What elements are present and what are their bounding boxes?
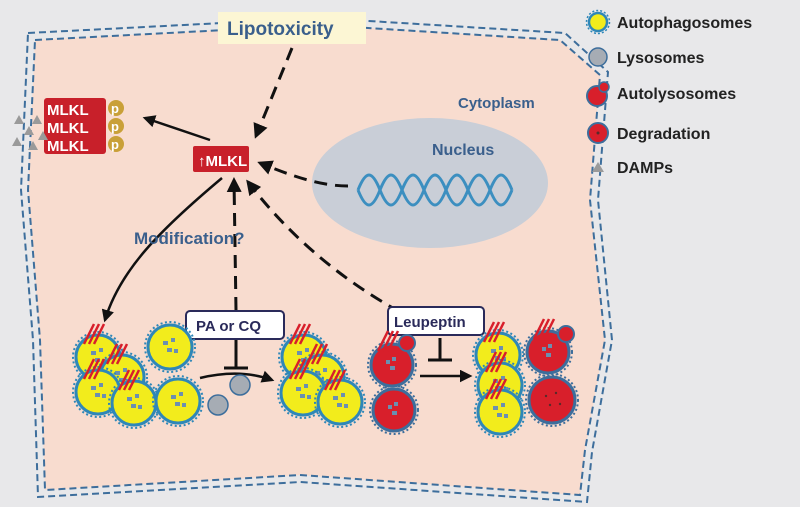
mlkl-phospho-1: MLKL xyxy=(47,102,89,119)
lipotoxicity-label: Lipotoxicity xyxy=(227,19,334,40)
legend-damps: DAMPs xyxy=(617,160,673,177)
mlkl-phospho-3: MLKL xyxy=(47,138,89,155)
nucleus-label: Nucleus xyxy=(432,142,494,159)
inhibit-leupeptin xyxy=(428,338,452,362)
arrow-leupeptin-to-mlkl xyxy=(246,179,401,314)
modification-label: Modification? xyxy=(134,229,244,248)
paorcq-box xyxy=(185,310,285,340)
legend: Autophagosomes Lysosomes Autolysosomes D… xyxy=(585,9,752,177)
cytoplasm-label: Cytoplasm xyxy=(458,95,535,112)
arrow-paorcq-to-mlkl xyxy=(226,177,242,311)
legend-autolysosomes: Autolysosomes xyxy=(617,86,736,103)
arrow-mlkl-to-phospho xyxy=(142,115,211,142)
damp-triangle-icon xyxy=(592,162,604,172)
leupeptin-label: Leupeptin xyxy=(394,314,466,331)
autolysosome-icon xyxy=(586,81,610,107)
lysosomes xyxy=(207,374,251,416)
arrow-mlkl-to-autophagosomes xyxy=(101,177,223,323)
phospho-mlkl-stack: MLKL MLKL MLKL p p p xyxy=(44,98,124,155)
damps-triangles xyxy=(12,115,48,150)
svg-text:p: p xyxy=(111,101,119,116)
svg-text:p: p xyxy=(111,137,119,152)
svg-text:p: p xyxy=(111,119,119,134)
leupeptin-box xyxy=(387,306,485,336)
legend-autophagosomes: Autophagosomes xyxy=(617,15,752,32)
arrow-lipotoxicity-to-mlkl xyxy=(253,47,294,139)
degradation-icon xyxy=(587,122,609,144)
arrow-nucleus-to-mlkl xyxy=(257,160,349,188)
mlkl-center-box xyxy=(193,146,249,172)
phospho-p-icon xyxy=(108,100,124,152)
dna-helix-icon xyxy=(356,173,514,207)
arrow-step-1 xyxy=(199,370,275,383)
mlkl-center-label: ↑MLKL xyxy=(198,153,247,170)
legend-degradation: Degradation xyxy=(617,126,710,143)
legend-lysosomes: Lysosomes xyxy=(617,50,705,67)
lipotoxicity-box xyxy=(218,12,366,44)
autophagosome-icon xyxy=(585,9,611,35)
lysosome-icon xyxy=(588,47,608,67)
inhibit-paorcq xyxy=(224,338,248,370)
paorcq-label: PA or CQ xyxy=(196,318,261,335)
autolysosomes-2 xyxy=(522,317,579,427)
autolysosomes-1 xyxy=(366,329,420,436)
mlkl-phospho-2: MLKL xyxy=(47,120,89,137)
nucleus xyxy=(312,118,548,248)
